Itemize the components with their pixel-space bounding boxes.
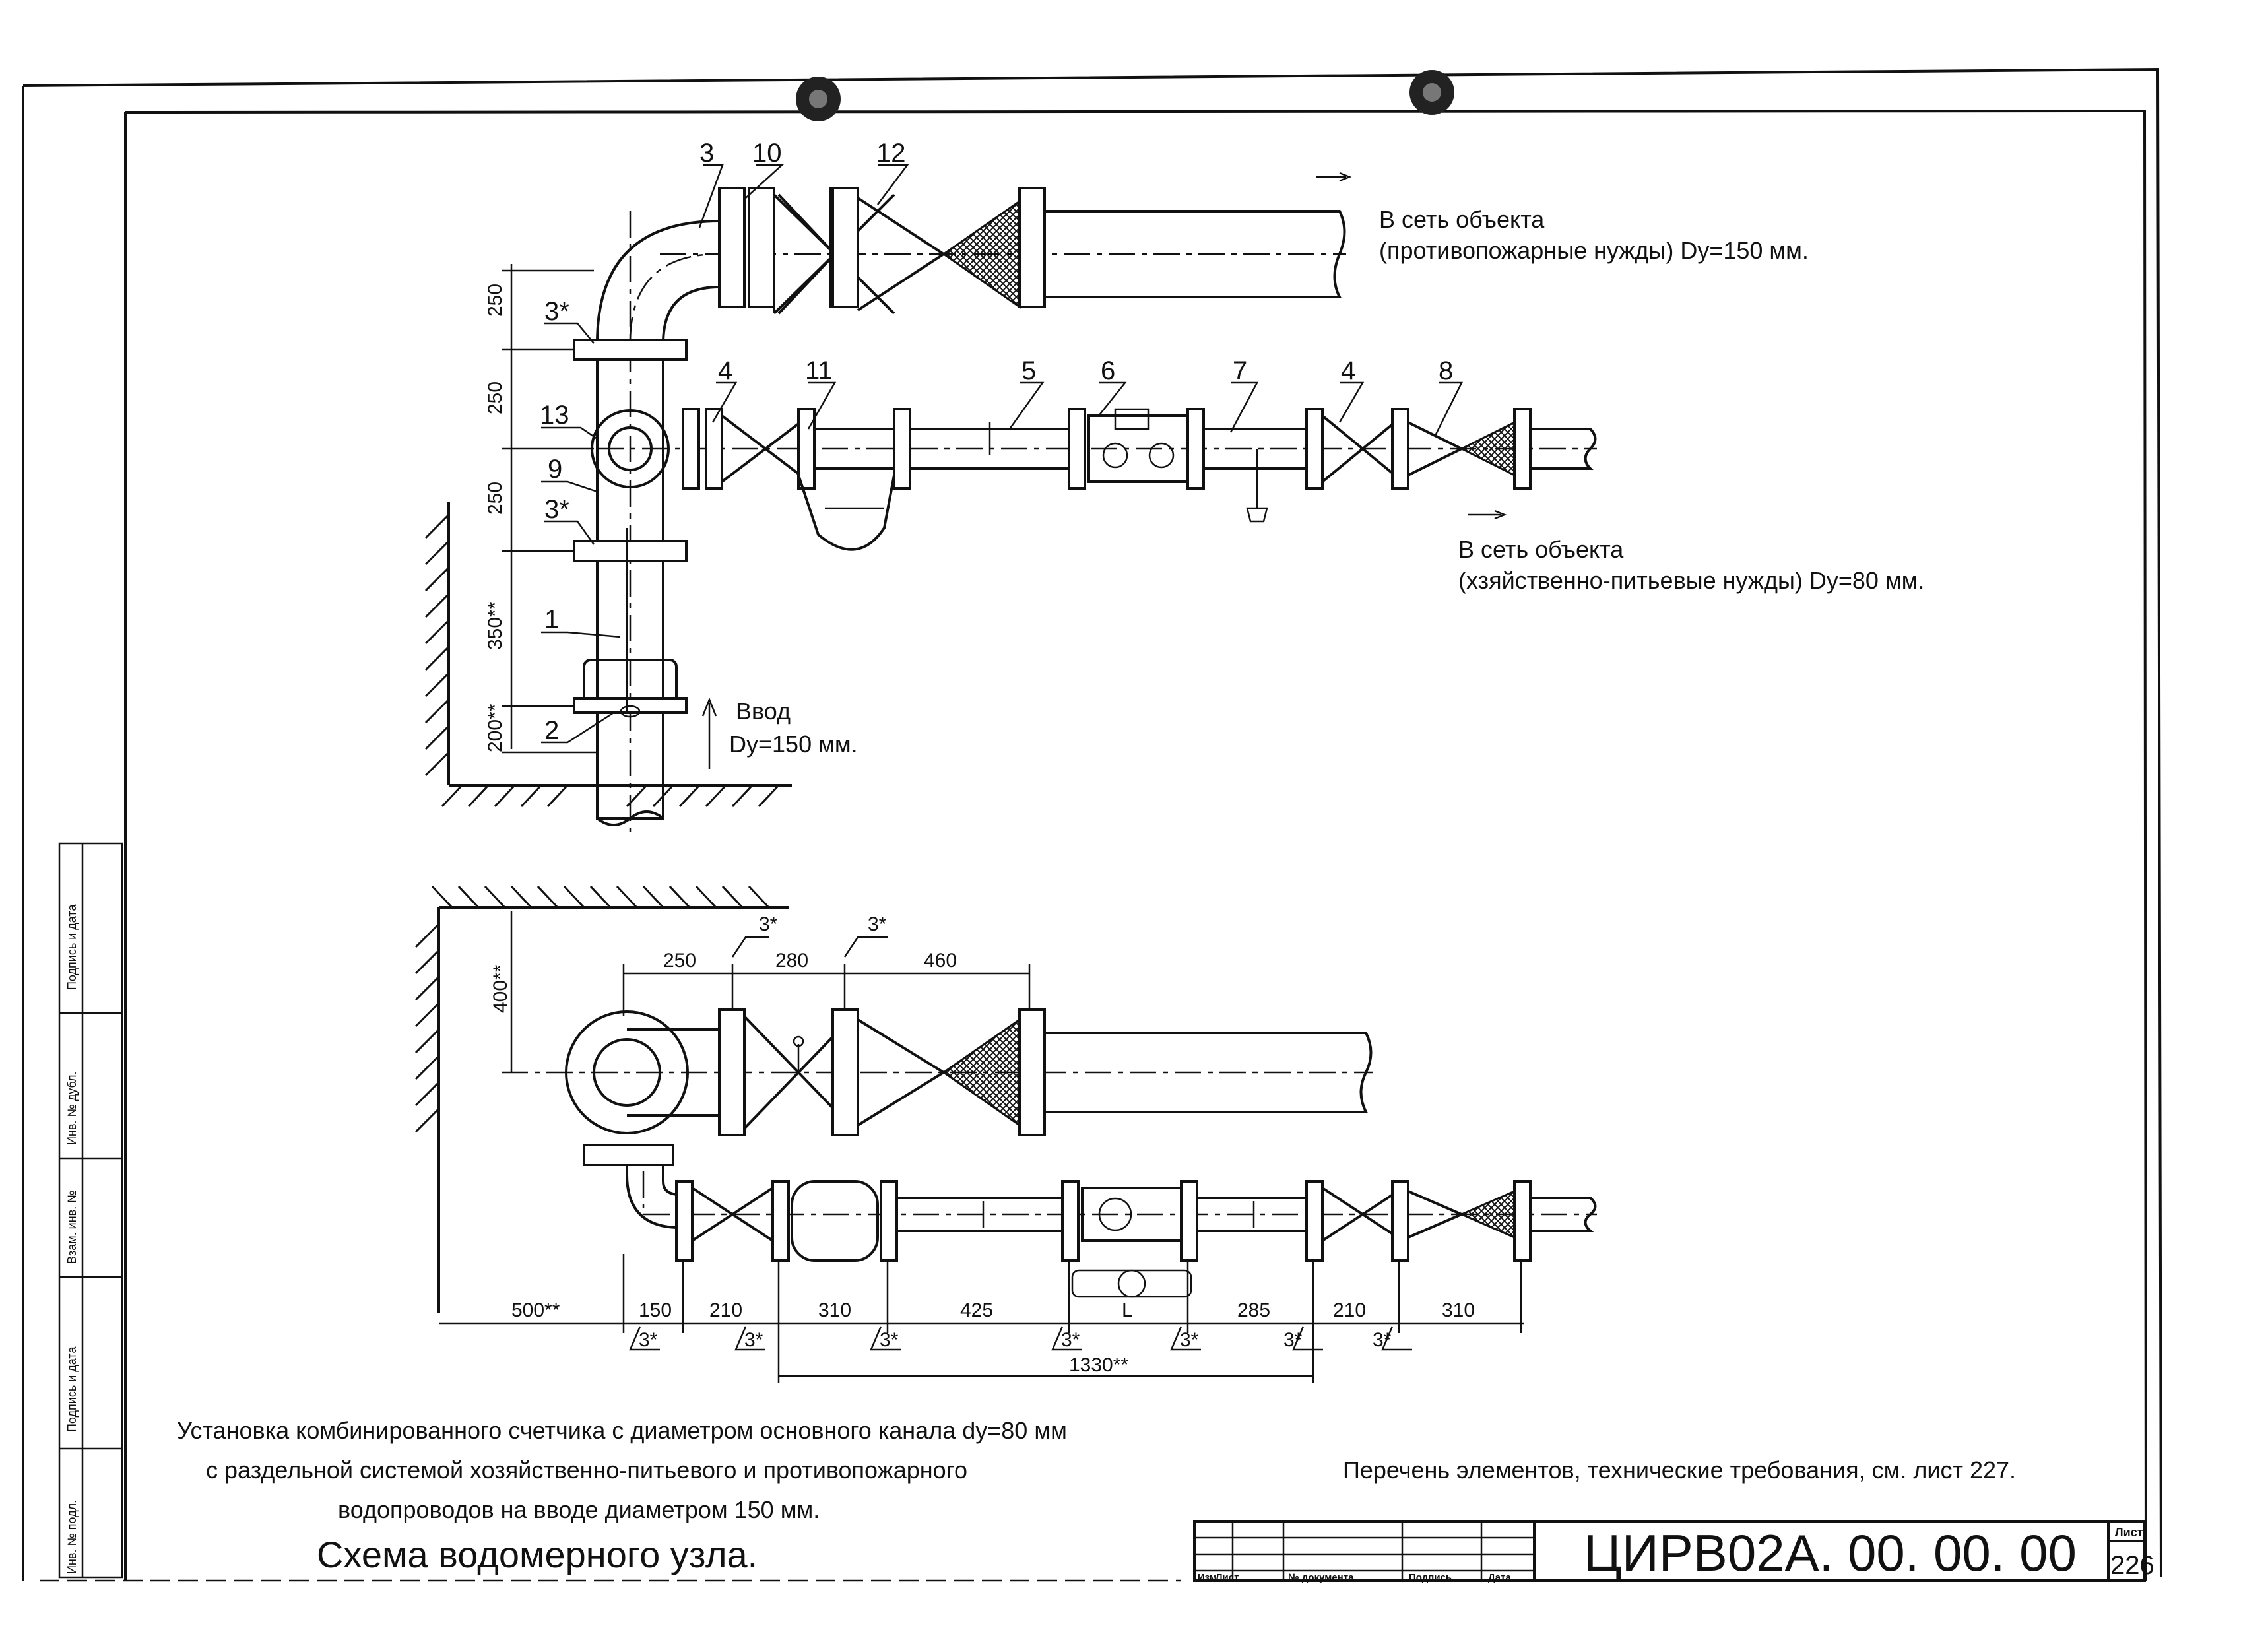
dim-elev-3: 250 (484, 482, 506, 515)
plan-dims-top: 400** 250 280 460 3* 3* (490, 911, 1031, 1072)
dim-elev-1: 250 (484, 284, 506, 317)
tb-col-izm: Изм (1198, 1572, 1217, 1583)
plan-wall-hatch (414, 885, 789, 1313)
dim-500: 500** (511, 1299, 560, 1321)
riser-flange-upper (573, 339, 688, 361)
reference-note: Перечень элементов, технические требован… (1343, 1457, 2016, 1484)
plan-view: 400** 250 280 460 3* 3* 500** 150 210 31… (414, 885, 1597, 1383)
tb-col-sign: Подпись (1409, 1572, 1452, 1583)
stamp-sign-date-1: Подпись и дата (65, 904, 79, 990)
elbow-3 (596, 220, 726, 344)
plan-flange-mark-a: 3* (759, 913, 778, 935)
tb-col-date: Дата (1488, 1572, 1511, 1583)
mark-d: 3* (1061, 1329, 1080, 1351)
plan-dims-bottom: 500** 150 210 310 425 L 285 210 310 1330… (439, 1254, 1524, 1383)
pos-3-star-a: 3* (544, 297, 569, 326)
dim-310-a: 310 (818, 1299, 851, 1321)
stamp-replace-inv: Взам. инв. № (65, 1190, 79, 1264)
pos-1: 1 (544, 605, 559, 634)
dim-L: L (1122, 1299, 1133, 1321)
title-block: Изм Лист № документа Подпись Дата ЦИРВ02… (1193, 1520, 2155, 1583)
dim-285: 285 (1237, 1299, 1270, 1321)
strainer-11 (797, 475, 895, 551)
stamp-dup-inv: Инв. № дубл. (65, 1072, 79, 1145)
elevation-dims: 250 250 250 350** 200** (484, 264, 597, 754)
pos-11: 11 (805, 356, 833, 385)
pos-3: 3 (699, 139, 714, 168)
side-stamp: Подпись и дата Инв. № дубл. Взам. инв. №… (58, 842, 123, 1579)
outlet-fire-line1: В сеть объекта (1379, 206, 1545, 233)
plan-fire-pipe (1045, 1032, 1373, 1113)
mark-a: 3* (639, 1329, 658, 1351)
elevation-view: 250 250 250 350** 200** 3 10 1 (424, 139, 1924, 832)
mark-c: 3* (880, 1329, 899, 1351)
dim-elev-5: 200** (484, 704, 506, 752)
pos-3-star-b: 3* (544, 495, 569, 524)
dim-elev-2: 250 (484, 381, 506, 414)
caption-line-3: водопроводов на вводе диаметром 150 мм. (338, 1496, 820, 1523)
inlet-line1: Ввод (736, 698, 791, 725)
mark-g: 3* (1373, 1329, 1392, 1351)
pos-5: 5 (1021, 356, 1036, 385)
pipe-7 (1204, 428, 1307, 470)
plan-flange-mark-b: 3* (868, 913, 887, 935)
dim-425: 425 (960, 1299, 993, 1321)
fire-outlet-pipe (1045, 210, 1346, 298)
pos-2: 2 (544, 716, 559, 745)
flange-10 (718, 187, 746, 308)
pos-7: 7 (1233, 356, 1247, 385)
sheet-label: Лист (2115, 1526, 2143, 1539)
dim-elev-4: 350** (484, 601, 506, 650)
dim-210-b: 210 (1333, 1299, 1366, 1321)
sheet-number: 226 (2110, 1551, 2155, 1580)
position-callouts: 3 10 12 3* 4 11 5 6 7 4 8 13 9 3* 1 2 (540, 139, 1464, 745)
domestic-outlet-pipe (1530, 428, 1597, 470)
caption-line-1: Установка комбинированного счетчика с ди… (177, 1417, 1067, 1444)
sheet-frame (22, 67, 2162, 1582)
mark-e: 3* (1180, 1329, 1199, 1351)
pos-10: 10 (752, 139, 782, 168)
pos-4a: 4 (718, 356, 732, 385)
pos-13: 13 (540, 401, 569, 430)
dim-150: 150 (639, 1299, 672, 1321)
inlet-arrow (701, 697, 717, 769)
pos-9: 9 (548, 455, 562, 484)
riser-flange-lower (573, 540, 688, 562)
mark-f: 3* (1283, 1329, 1303, 1351)
outlet-domestic-line1: В сеть объекта (1458, 536, 1624, 563)
mark-b: 3* (744, 1329, 763, 1351)
pos-12: 12 (876, 139, 906, 168)
pos-8: 8 (1439, 356, 1453, 385)
dim-210-a: 210 (709, 1299, 742, 1321)
dim-plan-460: 460 (924, 950, 957, 971)
dim-1330: 1330** (1069, 1354, 1128, 1376)
outlet-fire-line2: (противопожарные нужды) Dy=150 мм. (1379, 237, 1809, 264)
dim-plan-400: 400** (490, 964, 511, 1013)
dim-310-b: 310 (1442, 1299, 1475, 1321)
dim-plan-250: 250 (663, 950, 696, 971)
designation: ЦИРВ02А. 00. 00. 00 (1584, 1524, 2077, 1582)
outlet-domestic-line2: (хзяйственно-питьевые нужды) Dy=80 мм. (1458, 567, 1924, 594)
caption-line-2: с раздельной системой хозяйственно-питье… (206, 1457, 967, 1484)
stamp-orig-inv: Инв. № подл. (65, 1500, 79, 1574)
pos-6: 6 (1101, 356, 1115, 385)
stamp-sign-date-2: Подпись и дата (65, 1346, 79, 1432)
strainer-mesh (942, 199, 1021, 309)
dim-plan-280: 280 (775, 950, 808, 971)
inlet-line2: Dy=150 мм. (729, 731, 858, 758)
tb-col-doc: № документа (1288, 1572, 1354, 1583)
pos-4b: 4 (1341, 356, 1355, 385)
binding-holes (796, 70, 1454, 121)
tb-col-list: Лист (1215, 1572, 1239, 1583)
drawing-title: Схема водомерного узла. (317, 1534, 758, 1575)
